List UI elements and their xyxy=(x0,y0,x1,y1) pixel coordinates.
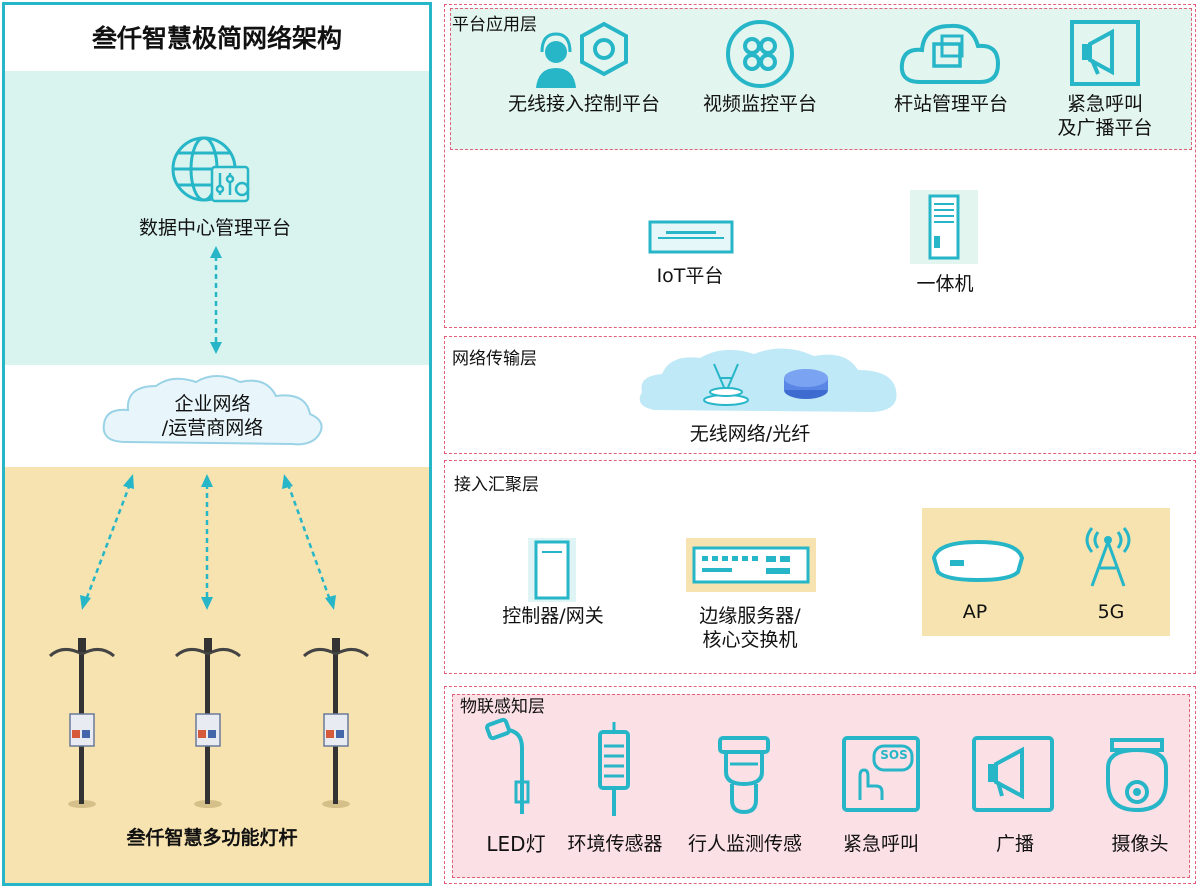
network-layer-title: 网络传输层 xyxy=(452,349,537,369)
app-label-wireless: 无线接入控制平台 xyxy=(507,93,660,115)
network-label-2: /运营商网络 xyxy=(161,417,264,439)
emergency-call-icon xyxy=(842,736,920,812)
access-layer-title: 接入汇聚层 xyxy=(454,475,539,495)
edge-label-1: 边缘服务器/ xyxy=(699,605,801,627)
datacenter-band xyxy=(5,71,429,365)
platform-layer-title: 平台应用层 xyxy=(452,15,537,35)
pole-band xyxy=(5,467,429,883)
network-cloud-label: 无线网络/光纤 xyxy=(689,423,811,445)
megaphone-icon xyxy=(1070,20,1140,86)
left-title-text: 叁仟智慧极简网络架构 xyxy=(91,24,342,53)
street-pole-2 xyxy=(174,638,241,808)
street-pole-1 xyxy=(48,638,115,808)
iot-layer-title: 物联感知层 xyxy=(460,697,545,717)
pole-station-cloud-icon xyxy=(899,23,1001,84)
all-in-one-server-icon xyxy=(910,190,978,264)
street-pole-3 xyxy=(302,638,369,808)
iot-layer-inner xyxy=(452,694,1190,878)
sos-text: SOS xyxy=(880,748,908,762)
platform-layer-box xyxy=(444,4,1196,328)
fiveg-label: 5G xyxy=(1097,601,1125,623)
iot-layer-box xyxy=(444,686,1196,884)
device-label-iot: IoT平台 xyxy=(656,265,724,287)
broadcast-icon xyxy=(972,736,1054,812)
iot-label-broadcast: 广播 xyxy=(995,833,1034,855)
access-point-icon xyxy=(931,539,1025,583)
left-panel: 叁仟智慧极简网络架构 xyxy=(2,2,432,886)
iot-label-camera: 摄像头 xyxy=(1111,833,1169,855)
edge-server-icon xyxy=(686,538,816,592)
left-title xyxy=(5,5,429,71)
app-label-emergency-2: 及广播平台 xyxy=(1057,117,1153,139)
network-layer-box xyxy=(444,336,1196,454)
iot-label-environment: 环境传感器 xyxy=(567,833,663,855)
data-center-label: 数据中心管理平台 xyxy=(138,217,291,239)
controller-label: 控制器/网关 xyxy=(502,605,604,627)
iot-label-emergency: 紧急呼叫 xyxy=(842,833,919,855)
poles-label: 叁仟智慧多功能灯杆 xyxy=(126,827,298,849)
iot-label-pedestrian: 行人监测传感 xyxy=(687,833,802,855)
access-layer-box xyxy=(444,460,1196,674)
network-label-1: 企业网络 xyxy=(174,393,251,415)
pedestrian-sensor-icon xyxy=(718,736,770,815)
device-label-aio: 一体机 xyxy=(916,273,974,295)
enterprise-cloud-icon xyxy=(102,375,323,446)
camera-icon xyxy=(1106,738,1168,813)
globe-settings-icon xyxy=(171,136,250,203)
app-label-emergency-1: 紧急呼叫 xyxy=(1066,93,1143,115)
app-label-pole-station: 杆站管理平台 xyxy=(893,93,1008,115)
ap-label: AP xyxy=(962,601,988,623)
iot-label-led: LED灯 xyxy=(486,832,546,856)
edge-label-2: 核心交换机 xyxy=(702,629,798,651)
video-surveillance-icon xyxy=(726,20,794,88)
arrows-to-poles xyxy=(80,474,336,610)
5g-tower-icon xyxy=(1085,527,1131,587)
network-cloud-icon xyxy=(639,348,897,412)
environment-sensor-icon xyxy=(598,722,630,816)
led-lamp-icon xyxy=(485,717,530,814)
controller-gateway-icon xyxy=(528,538,576,602)
app-label-video: 视频监控平台 xyxy=(702,93,817,115)
wireless-access-control-icon xyxy=(536,21,628,88)
iot-server-icon xyxy=(648,220,734,254)
arrow-datacenter-network xyxy=(210,246,222,354)
